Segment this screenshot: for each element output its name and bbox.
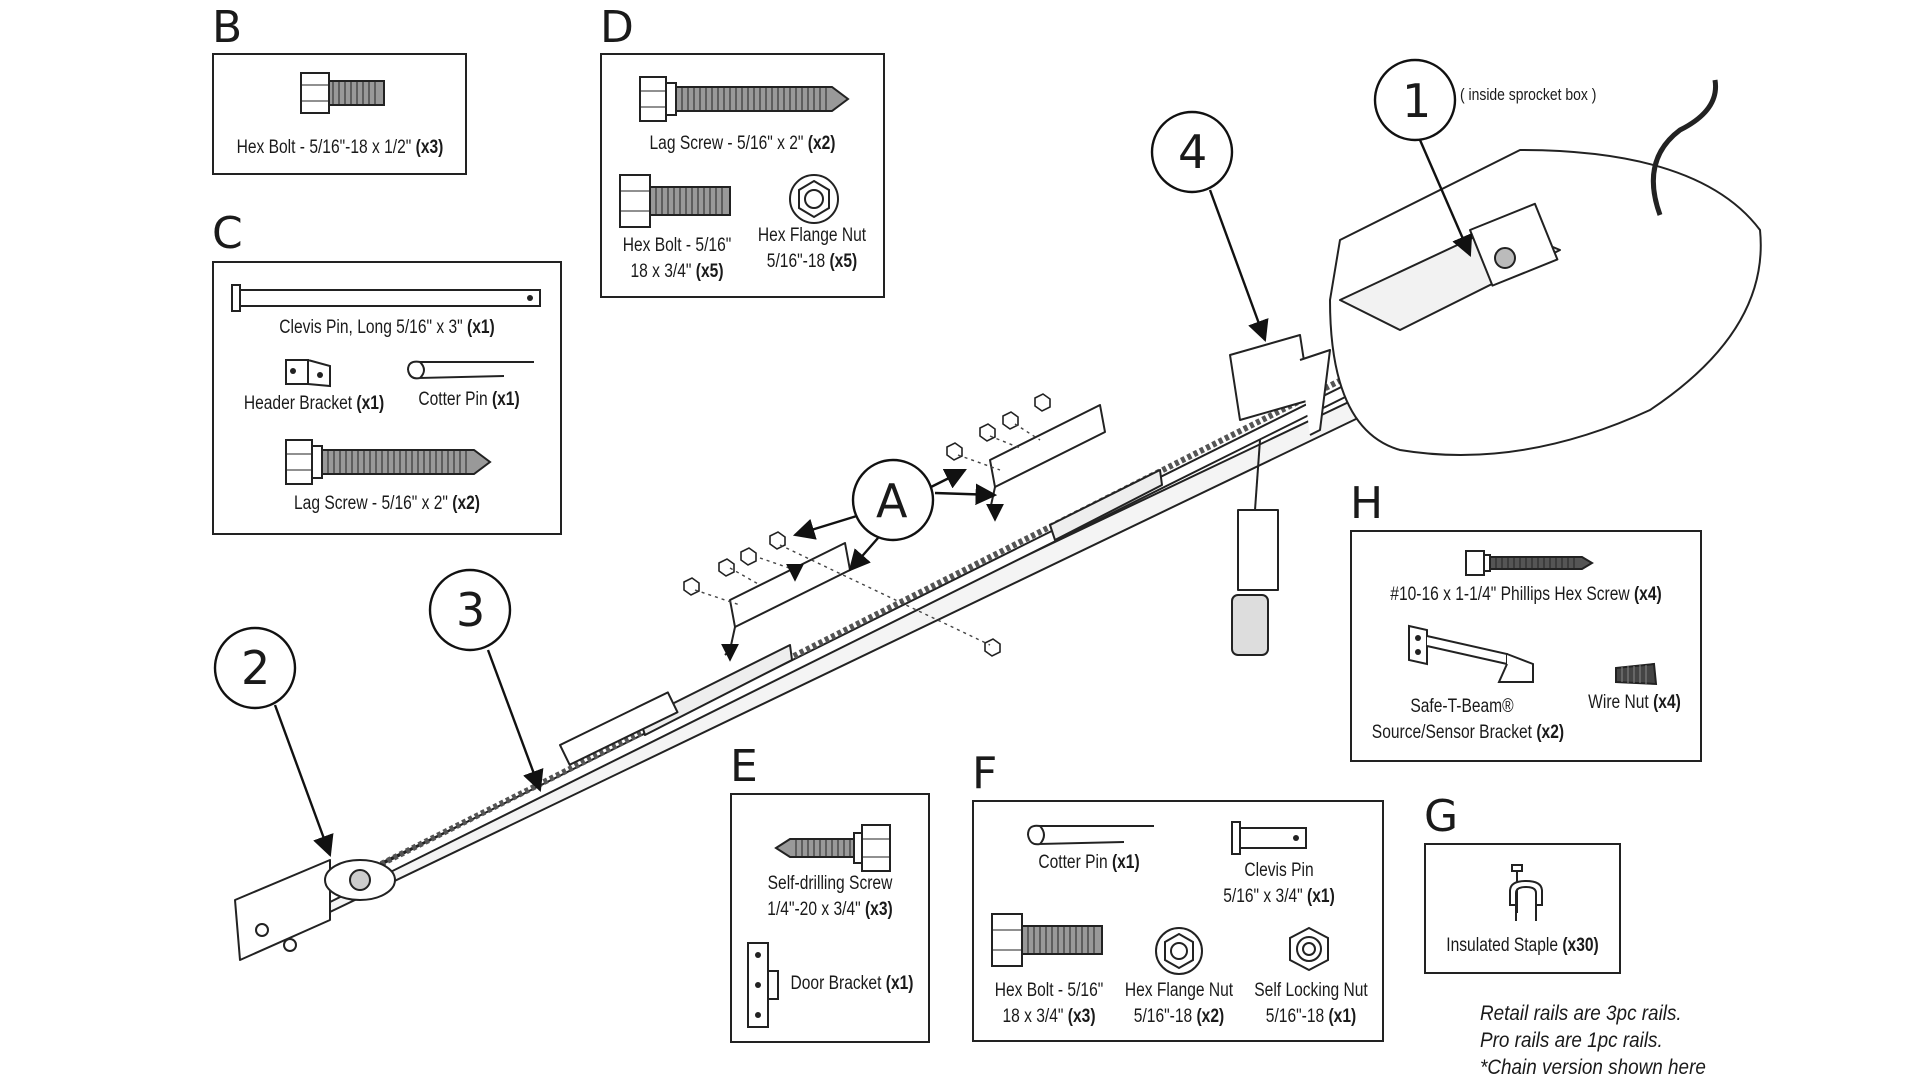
header-bracket-icon	[285, 359, 331, 388]
group-c-letter: C	[212, 208, 243, 259]
group-f-letter: F	[972, 748, 998, 799]
rail-notes: Retail rails are 3pc rails. Pro rails ar…	[1480, 1000, 1706, 1081]
header-end-bracket	[234, 859, 331, 961]
hex-bolt-icon	[991, 913, 1103, 967]
callout-label-a: A	[876, 474, 908, 528]
callout-circle-3	[428, 568, 512, 652]
group-c-item-1-label: Clevis Pin, Long 5/16" x 3" (x1)	[279, 317, 495, 338]
phillips-hex-screw-icon	[1465, 550, 1594, 576]
note-line-1: Retail rails are 3pc rails.	[1480, 1002, 1682, 1025]
callout-label-3: 3	[456, 583, 486, 637]
sensor-bracket-icon	[1408, 624, 1534, 683]
self-drilling-screw-icon	[774, 824, 891, 872]
leader-a-2	[848, 537, 879, 572]
wire-nut-icon	[1615, 662, 1658, 686]
group-e-box: Self-drilling Screw 1/4"-20 x 3/4" (x3) …	[730, 793, 930, 1043]
group-g-item-1-label: Insulated Staple (x30)	[1446, 935, 1599, 956]
group-h-box: #10-16 x 1-1/4" Phillips Hex Screw (x4) …	[1350, 530, 1702, 762]
callout-1-note: ( inside sprocket box )	[1460, 85, 1597, 104]
cotter-pin-icon	[407, 360, 534, 380]
group-f-item-4-label: Hex Flange Nut 5/16"-18 (x2)	[1124, 980, 1234, 1027]
callout-circle-4	[1150, 110, 1234, 194]
hex-flange-nut-icon	[789, 174, 839, 224]
callout-label-4: 4	[1178, 125, 1208, 179]
note-line-3: *Chain version shown here	[1480, 1056, 1706, 1079]
group-f-box: Cotter Pin (x1) Clevis Pin 5/16" x 3/4" …	[972, 800, 1384, 1042]
leader-3	[486, 649, 544, 793]
splice-bracket-upper	[989, 404, 1106, 488]
callout-label-2: 2	[241, 641, 271, 695]
group-b-item-1-label: Hex Bolt - 5/16"-18 x 1/2" (x3)	[236, 137, 444, 158]
group-f-item-2-label: Clevis Pin 5/16" x 3/4" (x1)	[1223, 860, 1335, 907]
group-e-item-2-label: Door Bracket (x1)	[790, 973, 914, 994]
self-locking-nut-icon	[1289, 926, 1329, 972]
group-c-item-4-label: Lag Screw - 5/16" x 2" (x2)	[293, 493, 480, 514]
leader-a-1	[792, 513, 861, 540]
group-d-item-3-label: Hex Flange Nut 5/16"-18 (x5)	[757, 225, 867, 272]
release-cord	[1254, 439, 1261, 511]
callout-circle-2	[213, 626, 297, 710]
group-e-letter: E	[730, 741, 758, 792]
group-e-item-1-label: Self-drilling Screw 1/4"-20 x 3/4" (x3)	[767, 873, 893, 920]
group-d-box: Lag Screw - 5/16" x 2" (x2) Hex Bolt - 5…	[600, 53, 885, 298]
group-c-item-3-label: Cotter Pin (x1)	[418, 389, 520, 410]
door-bracket-icon	[747, 942, 779, 1028]
hex-bolt-icon	[619, 174, 731, 228]
group-f-item-5-label: Self Locking Nut 5/16"-18 (x1)	[1254, 980, 1368, 1027]
leader-4	[1208, 189, 1269, 343]
group-b-letter: B	[212, 2, 243, 53]
hex-bolt-icon	[300, 72, 385, 114]
group-g-box: Insulated Staple (x30)	[1424, 843, 1621, 974]
leader-1	[1418, 139, 1473, 257]
power-cord	[1650, 79, 1719, 216]
group-h-letter: H	[1350, 478, 1384, 529]
group-b-box: Hex Bolt - 5/16"-18 x 1/2" (x3)	[212, 53, 467, 175]
group-c-item-2-label: Header Bracket (x1)	[243, 393, 385, 414]
callout-circle-a	[851, 458, 935, 542]
insulated-staple-icon	[1509, 864, 1543, 921]
lag-screw-icon	[639, 76, 850, 122]
callout-circle-1	[1373, 58, 1457, 142]
group-d-letter: D	[600, 2, 634, 53]
leader-a-4	[934, 483, 998, 506]
group-h-item-2-label: Safe-T-Beam® Source/Sensor Bracket (x2)	[1371, 696, 1565, 743]
motor-unit	[1329, 149, 1762, 456]
group-d-item-1-label: Lag Screw - 5/16" x 2" (x2)	[649, 133, 836, 154]
group-f-item-3-label: Hex Bolt - 5/16" 18 x 3/4" (x3)	[994, 980, 1104, 1027]
group-d-item-2-label: Hex Bolt - 5/16" 18 x 3/4" (x5)	[622, 235, 732, 282]
leader-2	[273, 704, 334, 858]
cotter-pin-icon	[1027, 824, 1154, 846]
clevis-pin-icon	[1231, 821, 1307, 855]
group-h-item-3-label: Wire Nut (x4)	[1588, 692, 1681, 713]
hex-flange-nut-icon	[1155, 927, 1203, 975]
group-g-letter: G	[1424, 791, 1459, 842]
lag-screw-icon	[285, 439, 492, 485]
note-line-2: Pro rails are 1pc rails.	[1480, 1029, 1663, 1052]
group-h-item-1-label: #10-16 x 1-1/4" Phillips Hex Screw (x4)	[1390, 584, 1662, 605]
long-clevis-pin-icon	[231, 284, 541, 312]
callout-label-1: 1	[1402, 74, 1432, 128]
trolley	[1229, 334, 1311, 421]
group-f-item-1-label: Cotter Pin (x1)	[1038, 852, 1140, 873]
group-c-box: Clevis Pin, Long 5/16" x 3" (x1) Header …	[212, 261, 562, 535]
